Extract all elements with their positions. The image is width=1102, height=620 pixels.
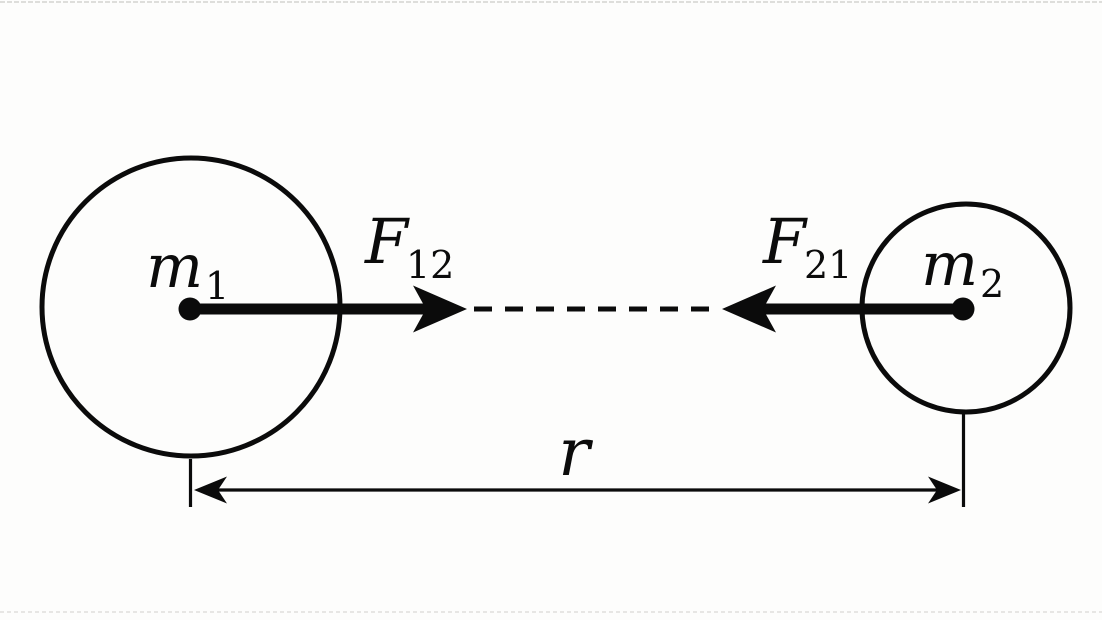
- distance-arrowhead-right: [928, 476, 961, 504]
- force21-label-subscript: 21: [804, 243, 852, 287]
- mass1-label-subscript: 1: [205, 264, 229, 308]
- force12-label-symbol: F: [364, 205, 410, 278]
- distance-arrowhead-left: [194, 476, 227, 504]
- force12-label-subscript: 12: [406, 243, 454, 287]
- force21-arrowhead: [722, 285, 776, 333]
- mass2-label-symbol: m: [921, 230, 978, 300]
- force12-arrowhead: [413, 285, 467, 333]
- distance-label: r: [558, 414, 593, 491]
- mass1-label-symbol: m: [146, 232, 203, 302]
- mass2-label-subscript: 2: [980, 262, 1004, 306]
- force21-label-symbol: F: [762, 205, 808, 278]
